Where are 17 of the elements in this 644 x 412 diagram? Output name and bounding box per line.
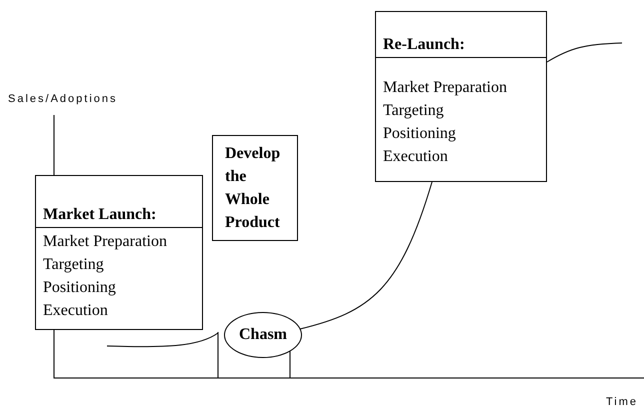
box-heading: Re-Launch: <box>383 35 465 55</box>
axis-label: Time <box>606 395 638 410</box>
list-item: Execution <box>43 301 109 321</box>
list-item: Market Preparation <box>43 232 168 252</box>
box-heading: Market Launch: <box>43 205 156 225</box>
box-text: Develop the Whole Product <box>225 144 282 233</box>
list-item: Positioning <box>43 278 117 298</box>
text-box <box>212 135 298 241</box>
list-item: Execution <box>383 147 449 167</box>
list-item: Targeting <box>383 101 445 121</box>
list-item: Positioning <box>383 124 457 144</box>
axis-label: Sales/Adoptions <box>8 92 118 107</box>
list-item: Market Preparation <box>383 78 508 98</box>
phase-box <box>35 175 203 330</box>
ellipse-label: Chasm <box>238 325 287 345</box>
phase-box <box>375 11 547 182</box>
list-item: Targeting <box>43 255 105 275</box>
